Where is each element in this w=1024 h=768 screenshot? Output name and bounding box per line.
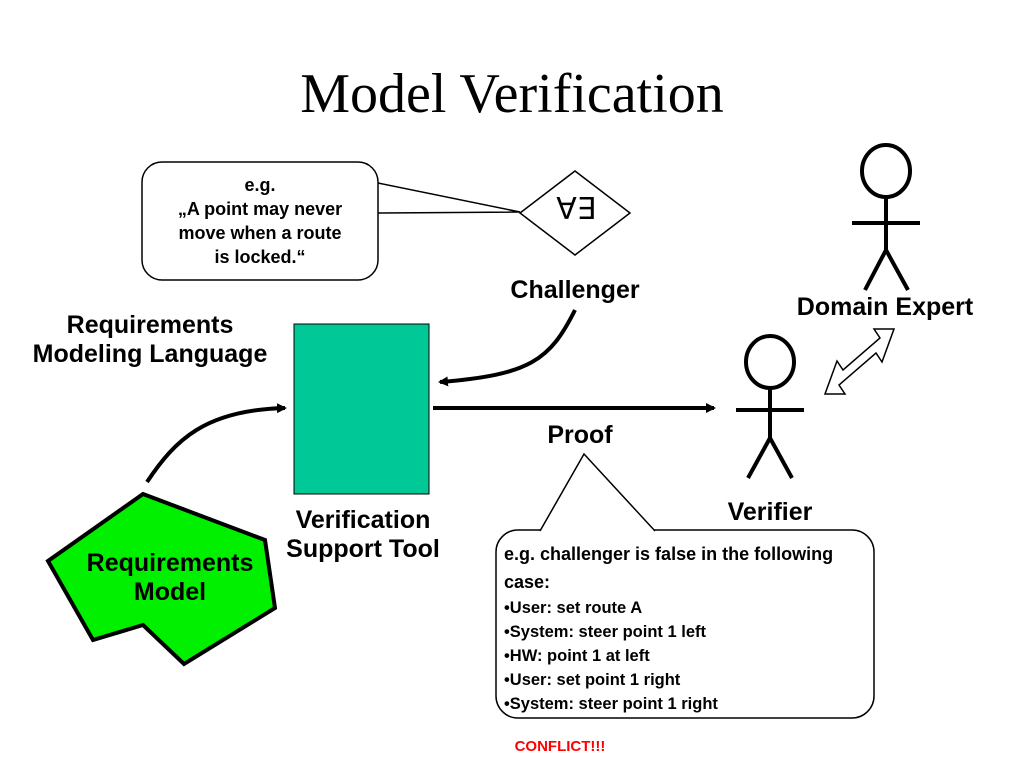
proof-label: Proof: [547, 421, 613, 449]
proof-steps-list: User: set route A System: steer point 1 …: [504, 596, 866, 716]
proof-callout-text: e.g. challenger is false in the followin…: [504, 540, 866, 716]
proof-step: HW: point 1 at left: [504, 644, 866, 668]
requirements-modeling-language-label: Requirements Modeling Language: [32, 311, 268, 368]
requirements-model-shape: [45, 491, 278, 667]
verification-tool-box: [293, 323, 430, 495]
arrow-challenger-to-tool: [438, 309, 577, 387]
quantifier-diamond: [518, 170, 632, 256]
proof-step: System: steer point 1 right: [504, 692, 866, 716]
verifier-figure: [736, 334, 804, 479]
domain-expert-label: Domain Expert: [796, 293, 974, 321]
challenge-callout: [141, 161, 521, 281]
verification-support-tool-label: Verification Support Tool: [286, 506, 440, 563]
verifier-label: Verifier: [727, 498, 813, 526]
challenge-line: move when a route: [178, 223, 342, 243]
arrow-model-to-tool: [145, 403, 287, 484]
proof-step: User: set route A: [504, 596, 866, 620]
challenge-line: is locked.“: [214, 247, 306, 267]
challenge-line: e.g.: [244, 175, 276, 195]
challenge-line: „A point may never: [177, 199, 343, 219]
requirements-model-label: Requirements Model: [86, 549, 254, 606]
challenge-callout-text: e.g. „A point may never move when a rout…: [145, 173, 375, 269]
conflict-label: CONFLICT!!!: [514, 738, 606, 755]
quantifier-symbols: ∀∃: [556, 192, 596, 227]
proof-step: User: set point 1 right: [504, 668, 866, 692]
proof-intro: e.g. challenger is false in the followin…: [504, 544, 834, 592]
slide-title: Model Verification: [300, 63, 724, 125]
double-arrow-verifier-domain-expert: [823, 328, 896, 395]
proof-step: System: steer point 1 left: [504, 620, 866, 644]
challenger-label: Challenger: [510, 276, 640, 304]
domain-expert-figure: [852, 143, 920, 291]
